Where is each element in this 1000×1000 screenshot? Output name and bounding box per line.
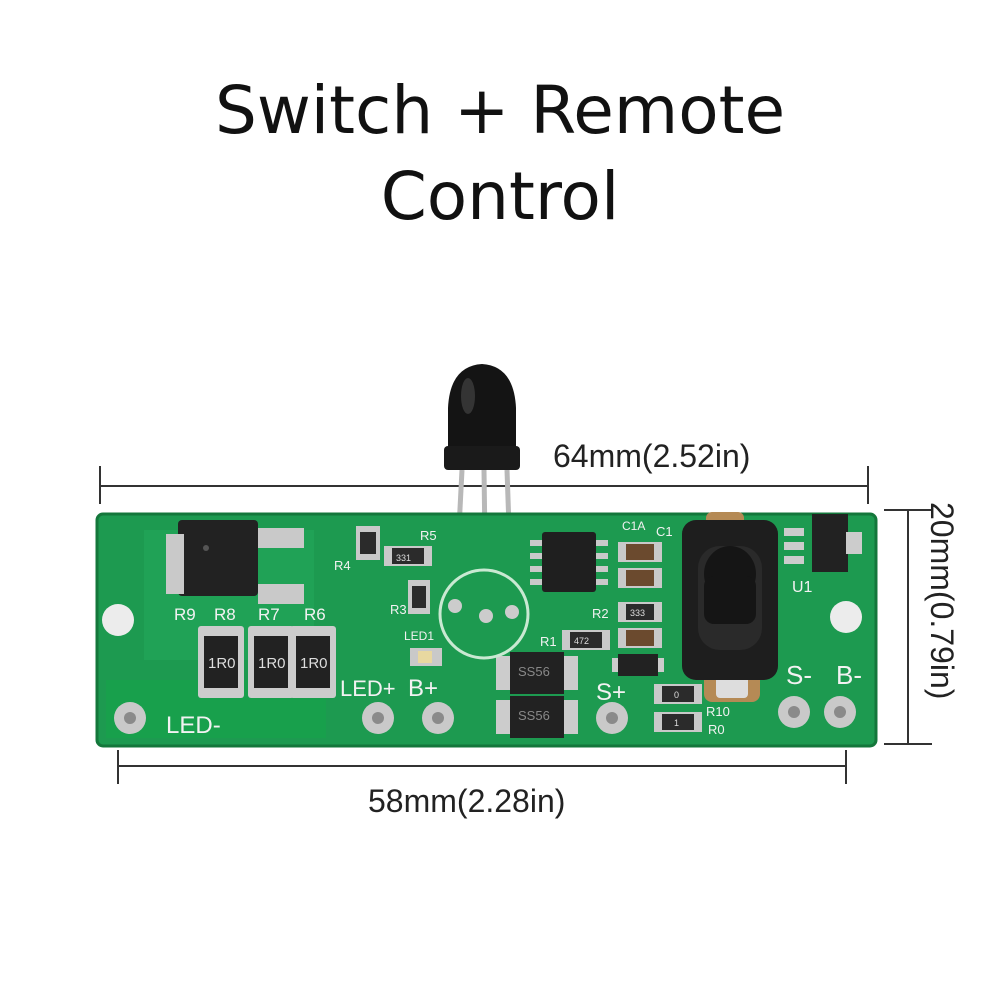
label-r5: R5 (420, 528, 437, 543)
smd-code-1: 1 (674, 718, 679, 728)
title-line-1: Switch + Remote (214, 72, 786, 149)
label-r7: R7 (258, 605, 280, 624)
label-r10: R10 (706, 704, 730, 719)
label-s-minus: S- (786, 660, 812, 690)
smd-code-472: 472 (574, 636, 589, 646)
label-u1: U1 (792, 579, 813, 596)
label-r3: R3 (390, 602, 407, 617)
diodes (496, 652, 578, 738)
silkscreen-labels: R9 R8 R7 R6 1R0 1R0 1R0 LED- LED+ B+ S+ … (166, 519, 862, 739)
regulator-u1 (784, 514, 862, 572)
label-r0: R0 (708, 722, 725, 737)
smd-code-333: 333 (630, 608, 645, 618)
mounting-hole-right (830, 601, 862, 633)
smd-code-331: 331 (396, 553, 411, 563)
label-r8: R8 (214, 605, 236, 624)
label-r4: R4 (334, 558, 351, 573)
mosfet (166, 520, 304, 604)
mounting-hole-left (102, 604, 134, 636)
resistor-value-3: 1R0 (300, 655, 328, 672)
resistor-array (198, 626, 336, 698)
ic-chip (530, 532, 608, 592)
label-led-minus: LED- (166, 712, 221, 739)
label-s-plus: S+ (596, 679, 626, 706)
label-r2: R2 (592, 606, 609, 621)
label-r6: R6 (304, 605, 326, 624)
label-r9: R9 (174, 605, 196, 624)
diode-label-1: SS56 (518, 664, 550, 679)
pcb-board (95, 512, 878, 748)
label-c1: C1 (656, 524, 673, 539)
label-led1: LED1 (404, 629, 434, 643)
push-switch (682, 512, 778, 702)
label-r1: R1 (540, 634, 557, 649)
resistor-value-2: 1R0 (258, 655, 286, 672)
label-led-plus: LED+ (340, 676, 396, 701)
resistor-value-1: 1R0 (208, 655, 236, 672)
hole-spacing-dimension-label: 58mm(2.28in) (368, 783, 566, 819)
label-b-minus: B- (836, 660, 862, 690)
diode-label-2: SS56 (518, 708, 550, 723)
length-dimension-label: 64mm(2.52in) (553, 438, 751, 474)
smd-code-0: 0 (674, 690, 679, 700)
label-b-plus: B+ (408, 675, 438, 702)
title-line-2: Control (380, 158, 620, 235)
width-dimension-label: 20mm(0.79in) (924, 502, 960, 700)
label-c1a: C1A (622, 519, 645, 533)
